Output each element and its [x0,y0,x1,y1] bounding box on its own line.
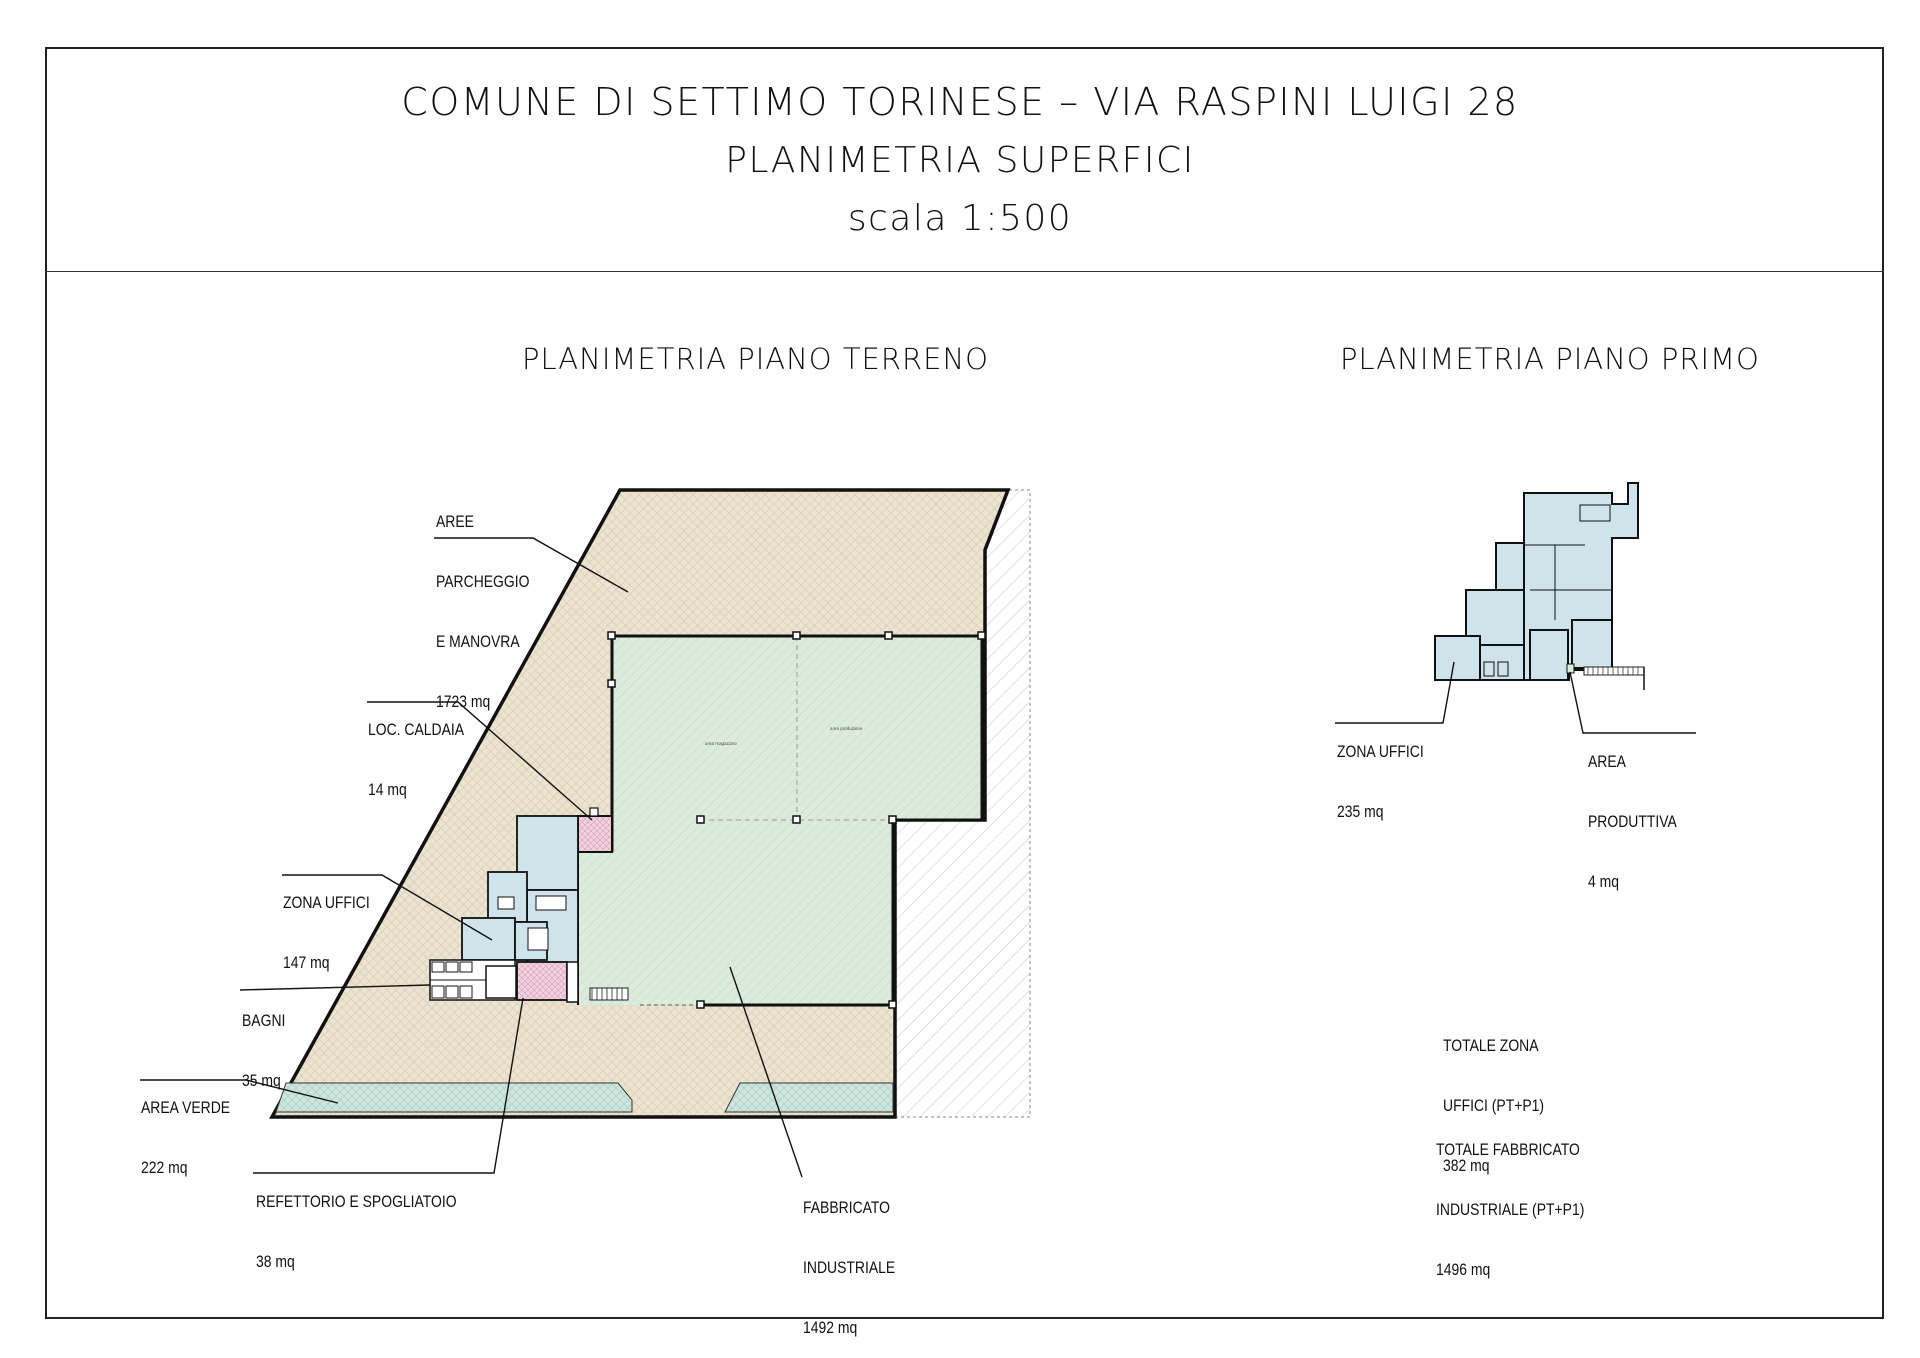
ground-floor-title: PLANIMETRIA PIANO TERRENO [522,342,990,376]
industrial-label-line1: FABBRICATO [803,1198,891,1217]
svg-text:area produzione: area produzione [830,726,863,731]
svg-text:area magazzino: area magazzino [705,741,737,746]
green-area-left [275,1082,633,1113]
total-industrial-note: TOTALE FABBRICATO INDUSTRIALE (PT+P1) 14… [1436,1100,1584,1300]
total-industrial-line1: TOTALE FABBRICATO [1436,1140,1580,1159]
industrial-area-value: 1492 mq [803,1318,858,1337]
industrial-building-shape [578,636,982,1005]
canteen-area-value: 38 mq [256,1252,295,1271]
parking-label: AREE PARCHEGGIO E MANOVRA 1723 mq [436,472,529,732]
first-floor-plan [1434,482,1639,681]
production-label-line1: AREA [1588,752,1626,771]
production-area-value: 4 mq [1588,872,1619,891]
toilets-area-value: 35 mq [242,1071,281,1090]
green-area-value: 222 mq [141,1158,188,1177]
boiler-area-value: 14 mq [368,780,407,799]
header-divider [45,271,1884,272]
offices-area-value: 147 mq [283,953,330,972]
total-industrial-line2: INDUSTRIALE (PT+P1) [1436,1200,1585,1219]
boiler-label-name: LOC. CALDAIA [368,720,465,739]
drawing-subtitle: PLANIMETRIA SUPERFICI [725,140,1195,181]
total-offices-line2: UFFICI (PT+P1) [1443,1096,1545,1115]
parking-label-line3: E MANOVRA [436,632,520,651]
canteen-label: REFETTORIO E SPOGLIATOIO 38 mq [256,1152,457,1292]
parking-label-line1: AREE [436,512,474,531]
canteen-label-name: REFETTORIO E SPOGLIATOIO [256,1192,457,1211]
boiler-room-shape [577,815,613,853]
first-floor-offices-area: 235 mq [1337,802,1384,821]
total-offices-value: 382 mq [1443,1156,1490,1175]
total-industrial-value: 1496 mq [1436,1260,1491,1279]
industrial-label-line2: INDUSTRIALE [803,1258,896,1277]
parking-label-line2: PARCHEGGIO [436,572,530,591]
total-offices-note: TOTALE ZONA UFFICI (PT+P1) 382 mq [1443,996,1544,1196]
first-floor-offices-name: ZONA UFFICI [1337,742,1424,761]
first-floor-offices-label: ZONA UFFICI 235 mq [1337,702,1424,842]
drawing-title: COMUNE DI SETTIMO TORINESE – VIA RASPINI… [401,80,1519,124]
boiler-label: LOC. CALDAIA 14 mq [368,680,464,820]
offices-label: ZONA UFFICI 147 mq [283,853,370,993]
offices-label-name: ZONA UFFICI [283,893,370,912]
green-area-label: AREA VERDE 222 mq [141,1058,230,1198]
green-area-right [724,1082,894,1113]
first-floor-title: PLANIMETRIA PIANO PRIMO [1340,342,1760,376]
toilets-label-name: BAGNI [242,1011,286,1030]
industrial-label: FABBRICATO INDUSTRIALE 1492 mq [803,1158,895,1358]
drawing-frame [45,47,1884,1319]
drawing-scale: scala 1:500 [847,198,1073,239]
total-offices-line1: TOTALE ZONA [1443,1036,1539,1055]
production-label: AREA PRODUTTIVA 4 mq [1588,712,1677,912]
canteen-room-shape [516,961,568,1001]
parking-area-value: 1723 mq [436,692,491,711]
green-area-label-name: AREA VERDE [141,1098,231,1117]
toilets-label: BAGNI 35 mq [242,971,285,1111]
production-label-line2: PRODUTTIVA [1588,812,1677,831]
